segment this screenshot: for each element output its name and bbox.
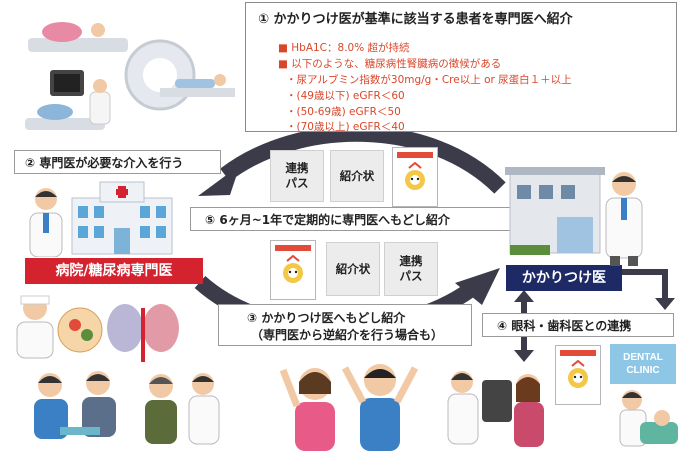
step4-box: ④ 眼科・歯科医との連携 <box>482 313 674 337</box>
eye-exam-illustration <box>447 371 544 447</box>
eye-connector-up <box>514 290 534 302</box>
step2-label: ② 専門医が必要な介入を行う <box>25 156 184 170</box>
dental-sign-line1: DENTAL <box>623 352 663 363</box>
criteria-line-egfr-50: ・(50-69歳) eGFR＜50 <box>286 106 401 118</box>
dental-connector-head <box>655 298 675 310</box>
patient-consultation-illustration <box>34 371 116 439</box>
doctor-consultation-illustration <box>145 373 220 445</box>
step3-label: ③ かかりつけ医へもどし紹介 <box>247 311 406 325</box>
dental-connector-arrow <box>622 269 668 300</box>
diabetes-notebook-top <box>392 147 438 207</box>
clinic-building-illustration <box>505 167 605 255</box>
doc-card-letter-mid: 紹介状 <box>326 242 380 296</box>
clinic-doctor-illustration <box>605 172 643 266</box>
criteria-line-egfr-49: ・(49歳以下) eGFR＜60 <box>286 90 405 102</box>
doc-card-path-mid: 連携 パス <box>384 242 438 296</box>
dental-clinic-illustration: DENTAL CLINIC <box>610 344 678 447</box>
hospital-banner: 病院/糖尿病専門医 <box>25 258 203 284</box>
step3-box: ③ かかりつけ医へもどし紹介 （専門医から逆紹介を行う場合も） <box>218 304 472 346</box>
eye-connector-down <box>514 350 534 362</box>
diabetes-notebook-right <box>555 345 601 405</box>
arrow-to-clinic-head <box>455 268 500 305</box>
criteria-line-dkd: ■ 以下のような、糖尿病性腎臓病の徴候がある <box>278 58 502 70</box>
step4-label: ④ 眼科・歯科医との連携 <box>497 319 632 333</box>
dental-sign-line2: CLINIC <box>626 365 659 376</box>
doc-card-letter-top: 紹介状 <box>330 150 384 202</box>
clinic-banner: かかりつけ医 <box>506 265 622 291</box>
notebook-mascot-icon <box>568 360 588 388</box>
diabetes-notebook-mid <box>270 240 316 300</box>
step2-box: ② 専門医が必要な介入を行う <box>14 150 221 174</box>
step3-sublabel: （専門医から逆紹介を行う場合も） <box>251 328 444 342</box>
doc-card-path-top: 連携 パス <box>270 150 324 202</box>
criteria-title: ① かかりつけ医が基準に該当する患者を専門医へ紹介 <box>258 12 573 27</box>
step5-label: ⑤ 6ヶ月~1年で定期的に専門医へもどし紹介 <box>205 213 450 227</box>
nutritionist-illustration <box>16 295 103 359</box>
cheering-patients-illustration <box>279 364 419 451</box>
referral-criteria-box: ① かかりつけ医が基準に該当する患者を専門医へ紹介 ■ HbA1C：8.0% 超… <box>245 2 677 133</box>
criteria-line-albumin: ・尿アルブミン指数が30mg/g・Cre以上 or 尿蛋白１＋以上 <box>286 74 572 86</box>
medical-imaging-illustration <box>25 22 235 130</box>
arrow-to-hospital-head <box>198 165 240 196</box>
kidneys-illustration <box>107 304 179 362</box>
step5-box: ⑤ 6ヶ月~1年で定期的に専門医へもどし紹介 <box>190 207 512 231</box>
criteria-line-hba1c: ■ HbA1C：8.0% 超が持続 <box>278 42 410 54</box>
criteria-line-egfr-70: ・(70歳以上) eGFR＜40 <box>286 121 405 133</box>
hospital-doctor-illustration <box>29 188 63 257</box>
hospital-building-illustration <box>71 181 173 255</box>
notebook-mascot-icon <box>283 255 303 283</box>
arrow-to-hospital <box>220 125 506 194</box>
notebook-mascot-icon <box>405 162 425 190</box>
